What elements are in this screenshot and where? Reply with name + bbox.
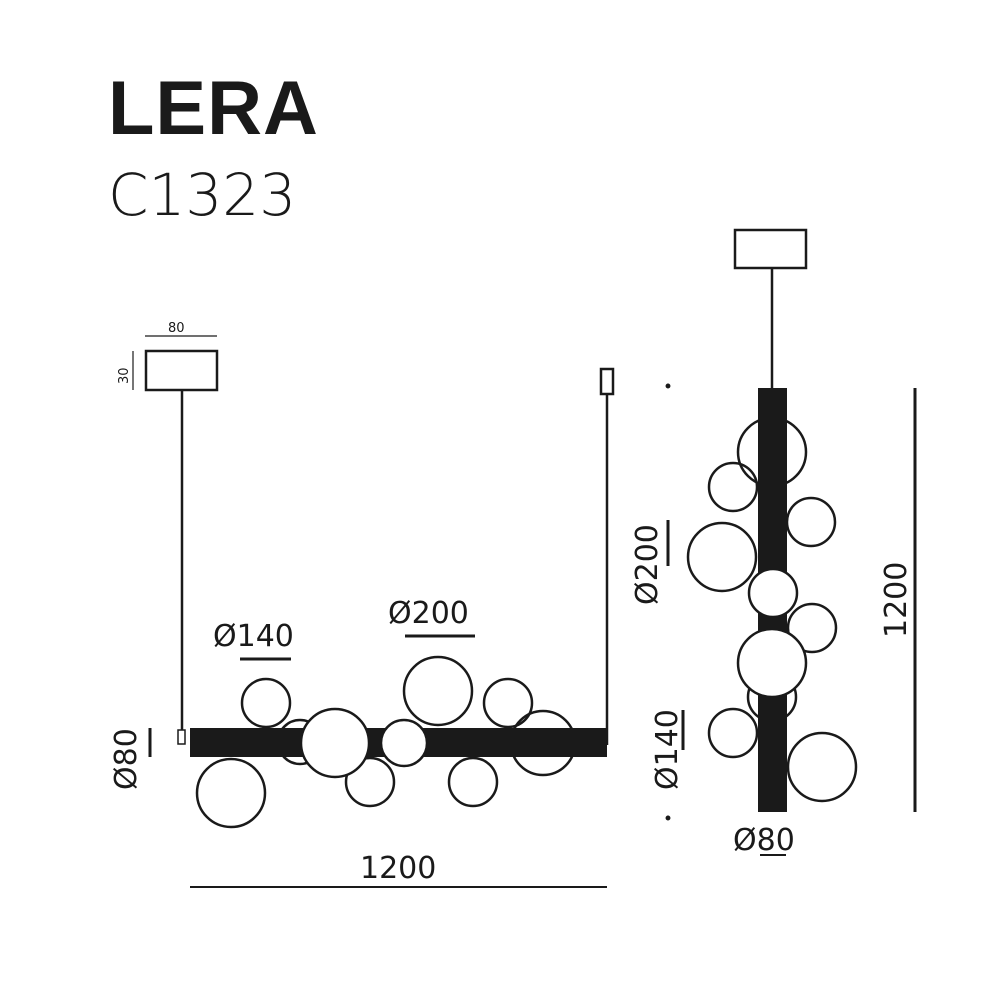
globe bbox=[402, 655, 474, 727]
globe bbox=[736, 627, 808, 699]
globe bbox=[344, 756, 396, 808]
large-globe-label: Ø200 bbox=[388, 596, 469, 631]
side-small-globe-label: Ø140 bbox=[650, 709, 685, 790]
side-view bbox=[665, 228, 917, 856]
globe bbox=[707, 707, 759, 759]
reference-dot bbox=[665, 383, 671, 389]
side-large-globe-label: Ø200 bbox=[630, 524, 665, 605]
product-model: C1323 bbox=[108, 161, 296, 229]
globe bbox=[747, 567, 799, 619]
reference-dot bbox=[665, 815, 671, 821]
product-name: LERA bbox=[108, 66, 319, 151]
wire-connector bbox=[177, 729, 186, 745]
side-bar-diameter-label: Ø80 bbox=[733, 823, 795, 858]
canopy-right bbox=[599, 367, 615, 396]
globe bbox=[379, 718, 429, 768]
globe bbox=[786, 602, 838, 654]
globe bbox=[299, 707, 371, 779]
globe bbox=[686, 521, 758, 593]
canopy-width-label: 80 bbox=[168, 321, 185, 336]
bar-diameter-label: Ø80 bbox=[109, 728, 144, 790]
front-view bbox=[132, 335, 615, 888]
globe bbox=[707, 461, 759, 513]
globe bbox=[482, 677, 534, 729]
canopy-height-label: 30 bbox=[117, 367, 132, 384]
height-label: 1200 bbox=[879, 562, 914, 638]
globe bbox=[785, 496, 837, 548]
canopy bbox=[733, 228, 808, 270]
globe bbox=[786, 731, 858, 803]
length-label: 1200 bbox=[360, 851, 436, 886]
globe bbox=[447, 756, 499, 808]
globe bbox=[240, 677, 292, 729]
small-globe-label: Ø140 bbox=[213, 619, 294, 654]
canopy bbox=[144, 349, 219, 392]
globe bbox=[195, 757, 267, 829]
